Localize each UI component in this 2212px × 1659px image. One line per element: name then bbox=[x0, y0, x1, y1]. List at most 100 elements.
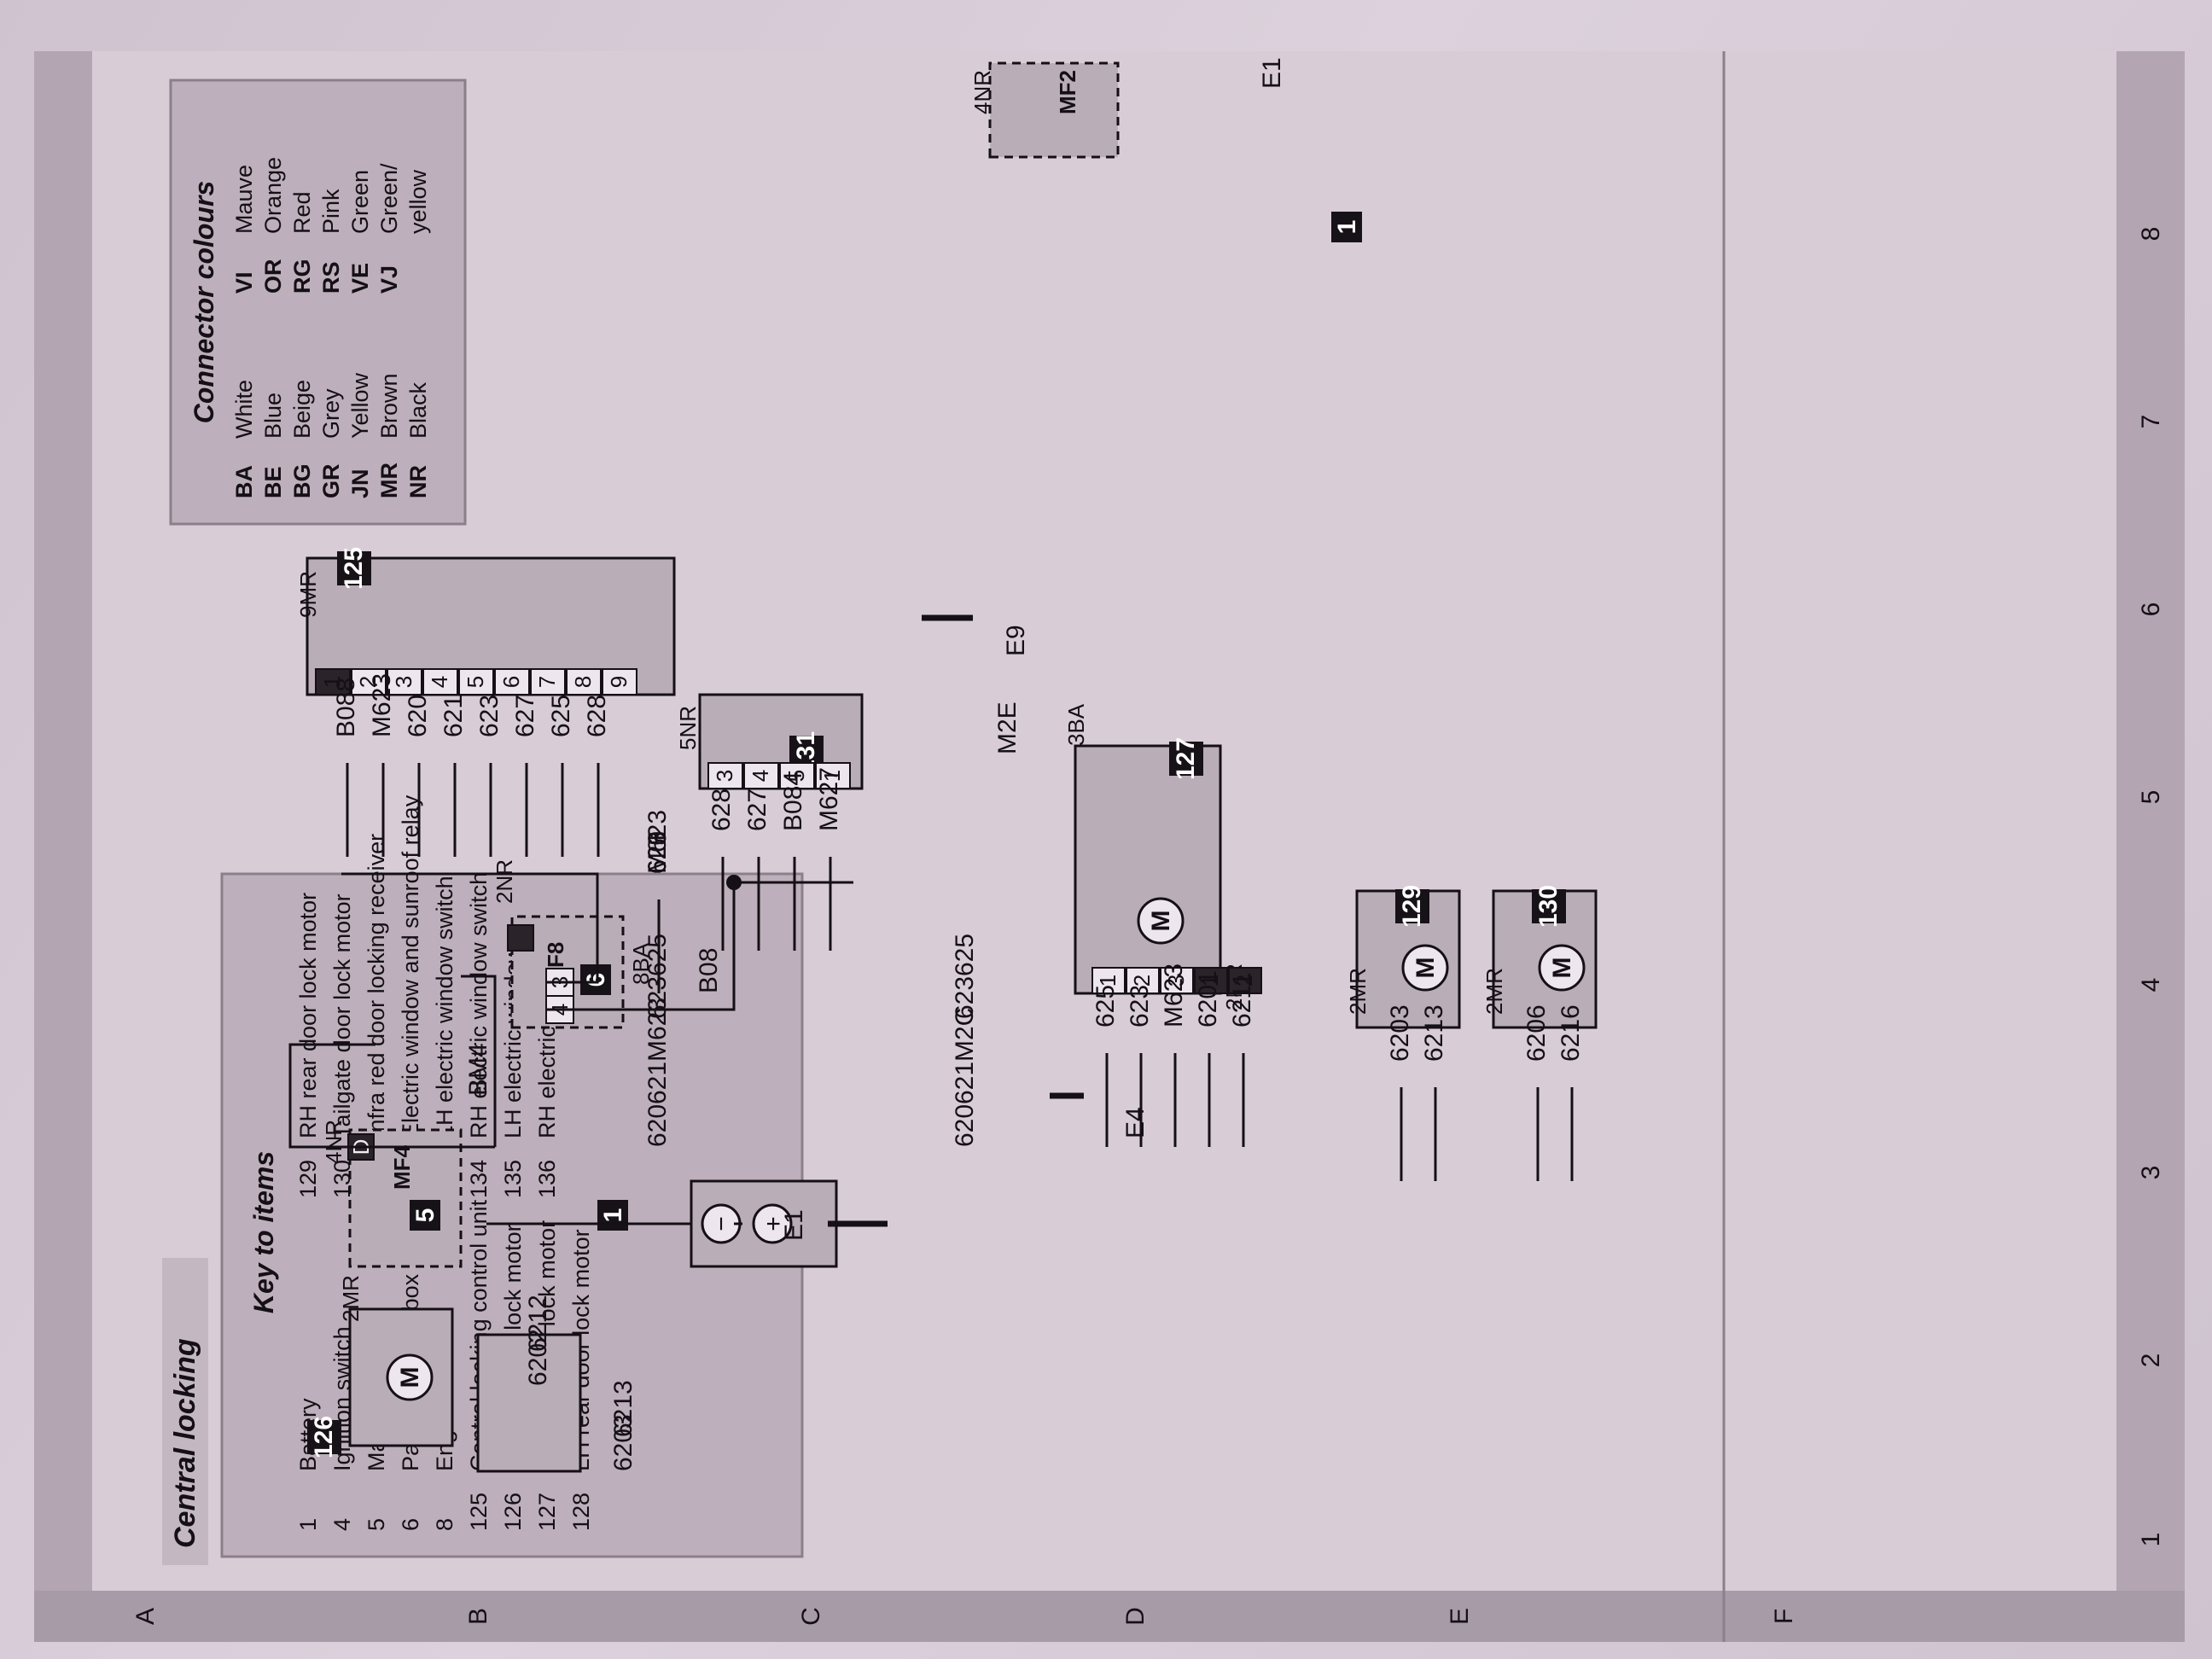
connector-pin bbox=[815, 762, 851, 789]
grid-number: 4 bbox=[2137, 978, 2165, 992]
pin-label: 2 bbox=[355, 676, 381, 688]
key-item-number: 5 bbox=[364, 1518, 389, 1531]
key-item-text: RH electric window switch bbox=[466, 872, 492, 1138]
grid-letter: D bbox=[1121, 1607, 1150, 1626]
item-badge: 129 bbox=[1398, 885, 1426, 928]
wire-label: M623 bbox=[368, 673, 396, 737]
key-item-number: 128 bbox=[568, 1493, 594, 1531]
colour-code: VE bbox=[347, 263, 373, 294]
rotated-page: A B C D E F 1 2 3 4 5 6 7 8 Central lock… bbox=[34, 51, 2185, 1642]
item-badge: 1 bbox=[599, 1208, 627, 1223]
motor-icon bbox=[1137, 897, 1185, 945]
connector-pin bbox=[1228, 967, 1262, 994]
key-item-text: LH electric window switch bbox=[432, 876, 457, 1138]
colour-name: Grey bbox=[318, 388, 344, 439]
grid-letter: C bbox=[797, 1607, 825, 1626]
wire-label: M623 bbox=[1160, 963, 1188, 1027]
motor-icon bbox=[386, 1353, 434, 1401]
wire-label: 623 bbox=[643, 976, 672, 1019]
grid-number: 5 bbox=[2137, 790, 2165, 805]
colour-code: VJ bbox=[376, 265, 402, 294]
connector-pin bbox=[494, 668, 530, 696]
wire-label: 6201 bbox=[1194, 970, 1222, 1027]
colour-code: NR bbox=[405, 465, 431, 498]
grid-letter: F bbox=[1770, 1609, 1798, 1624]
connector-colours: Connector colours BAWhiteBEBlueBGBeigeGR… bbox=[169, 79, 467, 526]
wire-label: 621 bbox=[643, 831, 672, 874]
pin-label: 5 bbox=[783, 770, 809, 782]
grid-letter: B bbox=[464, 1608, 492, 1625]
key-item-text: Tailgate door lock motor bbox=[329, 894, 355, 1138]
connector-label: 5NR bbox=[675, 706, 701, 750]
pin-label: 3 bbox=[391, 676, 416, 688]
wire-label: 623 bbox=[1126, 985, 1154, 1027]
grid-border-left bbox=[34, 1591, 2185, 1642]
connector-pin bbox=[566, 668, 602, 696]
connector-label: 2MR bbox=[1481, 968, 1507, 1015]
pin-label: 1 bbox=[1095, 975, 1121, 987]
wire-label: B084 bbox=[779, 771, 807, 831]
title-bar bbox=[162, 1258, 208, 1565]
grid-number: 6 bbox=[2137, 602, 2165, 617]
key-item-number: 135 bbox=[500, 1160, 526, 1198]
colours-heading: Connector colours bbox=[189, 181, 219, 423]
colour-name: Green/ bbox=[376, 163, 402, 234]
wire-label: 628 bbox=[583, 695, 611, 737]
colour-code: JN bbox=[347, 469, 373, 498]
wire-label: 6203 bbox=[1386, 1004, 1414, 1062]
key-heading: Key to items bbox=[248, 1151, 279, 1313]
wire-label: M627 bbox=[815, 767, 843, 831]
wire-label: 6213 bbox=[609, 1380, 637, 1437]
motor-icon bbox=[1401, 944, 1449, 992]
wire-label: M623 bbox=[643, 810, 672, 874]
colour-name: Blue bbox=[260, 393, 286, 439]
wire-label: 621 bbox=[643, 1062, 672, 1104]
lh-front-door-lock-motor-126: 126 2MR M bbox=[307, 1275, 454, 1458]
wire-label: 6206 bbox=[1522, 1004, 1551, 1062]
connector-pin bbox=[602, 668, 637, 696]
key-item-number: 1 bbox=[295, 1518, 321, 1531]
wire-label: 6212 bbox=[524, 1295, 552, 1352]
key-item-number: 125 bbox=[466, 1493, 492, 1531]
wire-label: M2E bbox=[993, 701, 1022, 754]
colour-code: RG bbox=[289, 259, 315, 294]
wire-label: 625 bbox=[643, 831, 672, 874]
wire-label: 621 bbox=[439, 695, 468, 737]
colour-name: White bbox=[231, 380, 257, 439]
key-item-number: 6 bbox=[398, 1518, 423, 1531]
pin-label: 7 bbox=[534, 676, 560, 688]
wire-label: 627 bbox=[511, 695, 539, 737]
key-item-number: 8 bbox=[432, 1518, 457, 1531]
key-item-text: Infra red door locking receiver bbox=[364, 834, 389, 1138]
wire-label: 625 bbox=[1091, 985, 1120, 1027]
item-badge: 5 bbox=[411, 1208, 439, 1223]
fuse-label: MF4 bbox=[389, 1144, 415, 1190]
grid-letter: A bbox=[131, 1608, 160, 1625]
connector-label: 2NR bbox=[492, 859, 517, 904]
pin-label: 3 bbox=[712, 770, 737, 782]
motor-label: M bbox=[396, 1367, 424, 1388]
connector-label: 3BA bbox=[1063, 703, 1089, 746]
wire-label: 625 bbox=[951, 934, 979, 976]
connector-pin bbox=[1194, 967, 1228, 994]
colour-code: OR bbox=[260, 259, 286, 294]
connector-pin bbox=[387, 668, 422, 696]
wire-label: B088 bbox=[332, 678, 360, 737]
motor-label: M bbox=[1548, 958, 1576, 979]
colour-name: Pink bbox=[318, 189, 344, 234]
wire-label: 628 bbox=[707, 789, 736, 831]
colour-code: BA bbox=[231, 465, 257, 498]
wire-label: 621 bbox=[951, 1062, 979, 1104]
key-item-number: 127 bbox=[534, 1493, 560, 1531]
wire-label: 623 bbox=[475, 695, 504, 737]
colour-name: Beige bbox=[289, 380, 315, 439]
motor-label: M bbox=[1147, 911, 1175, 932]
colour-code: VI bbox=[231, 271, 257, 294]
maxi-fusebox-5: D 4NR MF4 5 bbox=[321, 1120, 463, 1268]
colour-code: RS bbox=[318, 261, 344, 294]
grid-letter: E bbox=[1446, 1608, 1474, 1625]
pin-label: 4 bbox=[427, 676, 452, 688]
wire-label: 6202 bbox=[524, 1329, 552, 1386]
connector-label: 8BA bbox=[628, 942, 654, 985]
